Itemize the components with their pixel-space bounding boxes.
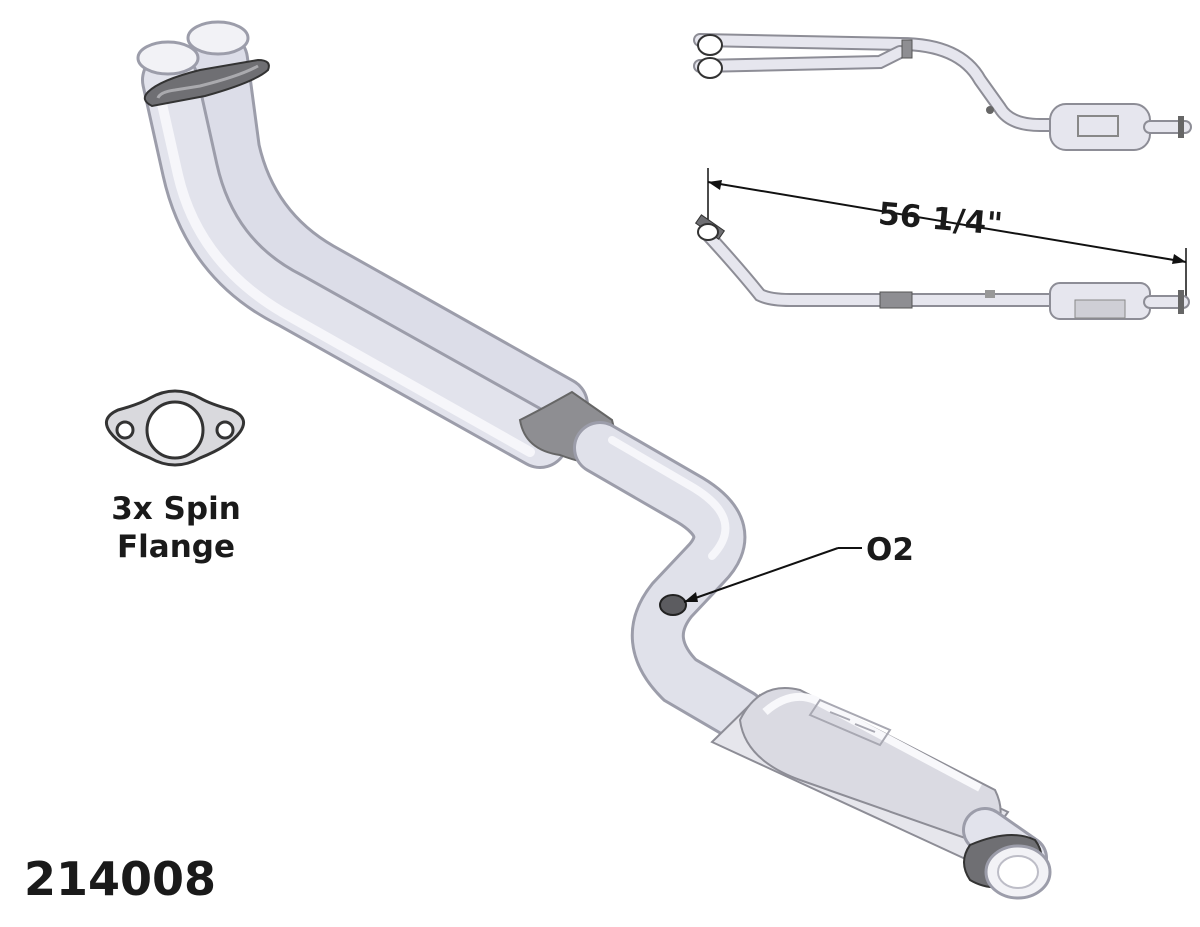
o2-leader-line [683,547,839,603]
flange-label-line1: 3x Spin [111,491,241,527]
dimension-line [707,181,1187,263]
flange-label: 3x Spin Flange [96,490,256,566]
converter-logo [808,698,892,747]
side-view [694,168,1190,320]
inlet-front [136,40,200,76]
top-view-converter [1049,103,1151,151]
o2-sensor-bung [659,594,687,616]
inlet-back [186,20,250,56]
main-pipe-view [136,20,1052,900]
spin-flange-icon [104,389,246,467]
flange-label-line2: Flange [116,529,235,565]
part-number: 214008 [24,852,217,906]
o2-sensor-label: O2 [866,532,914,568]
top-view [693,33,1192,151]
